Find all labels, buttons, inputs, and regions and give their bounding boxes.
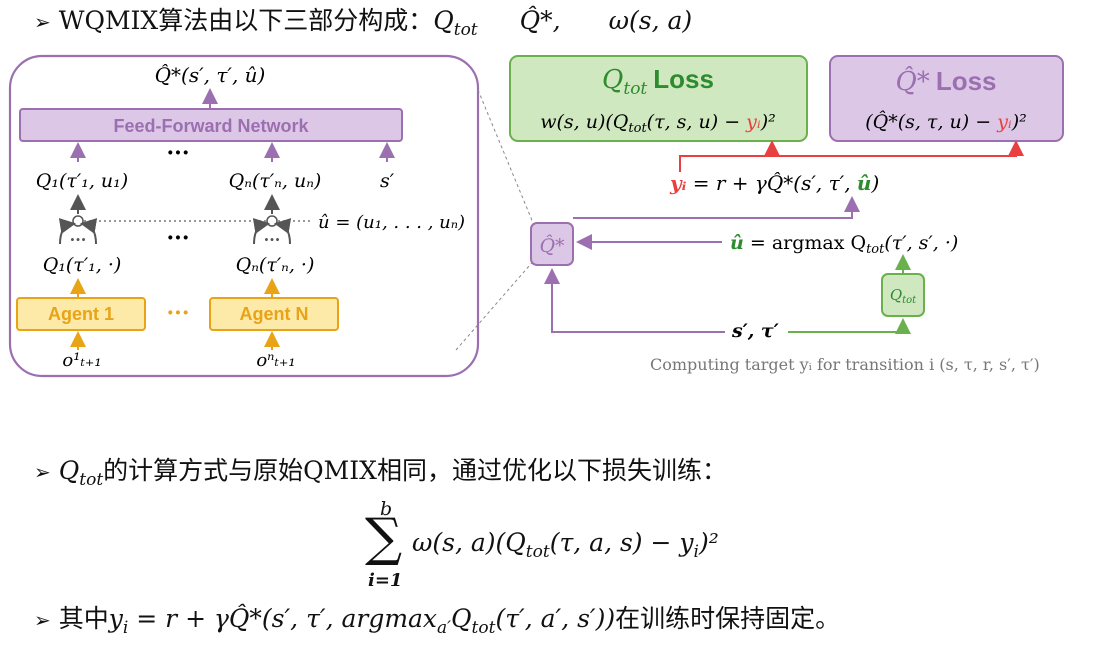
qstar-loss-box bbox=[829, 55, 1064, 142]
sum-symbol: ∑ bbox=[365, 508, 403, 568]
qtot-loss-formula: w(s, u)(Qtot(τ, s, u) − yᵢ)² bbox=[540, 111, 776, 136]
qn-dot-label: Qₙ(τ′ₙ, ·) bbox=[236, 254, 315, 276]
section3-prefix: 其中 bbox=[58, 604, 109, 633]
sum-body: ω(s, a)(Qtot(τ, a, s) − yi)² bbox=[412, 528, 719, 562]
qn-label: Qₙ(τ′ₙ, uₙ) bbox=[229, 170, 322, 192]
section2-text: 的计算方式与原始QMIX相同，通过优化以下损失训练： bbox=[103, 456, 727, 485]
top-output-label: Q̂*(s′, τ′, û) bbox=[155, 63, 266, 87]
u-hat-label: û = (u₁, . . . , uₙ) bbox=[318, 212, 465, 233]
section3-formula: yi = r + γQ̂*(s′, τ′, argmaxa′Qtot(τ′, a… bbox=[108, 604, 616, 638]
u-argmax-formula: û = argmax Qtot(τ′, s′, ·) bbox=[730, 232, 958, 257]
ffn-label: Feed-Forward Network bbox=[113, 116, 309, 136]
feed-forward-network-box bbox=[19, 108, 403, 142]
qstar-loss-title: Q̂*Loss bbox=[895, 66, 996, 97]
section2-qtot: Qtot bbox=[58, 456, 104, 490]
diagram-caption: Computing target yᵢ for transition i (s,… bbox=[650, 355, 1040, 374]
wqmix-diagram: Q̂*(s′, τ′, û) Feed-Forward Network ··· … bbox=[8, 54, 1064, 378]
section3-line: ➢ 其中yi = r + γQ̂*(s′, τ′, argmaxa′Qtot(τ′… bbox=[34, 604, 840, 643]
q1-label: Q₁(τ′₁, u₁) bbox=[36, 170, 128, 192]
qtot-node-label: Qtot bbox=[890, 286, 917, 306]
header-qstar: Q̂*, bbox=[519, 6, 561, 35]
agent-1-label: Agent 1 bbox=[48, 304, 114, 324]
sum-upper: b bbox=[380, 498, 393, 520]
obs-n-label: oⁿₜ₊₁ bbox=[256, 350, 295, 371]
triangle-right-icon: ➢ bbox=[34, 608, 51, 632]
mixing-network-frame bbox=[8, 54, 480, 378]
qstar-node bbox=[530, 222, 574, 266]
s-tau-label: s′, τ′ bbox=[731, 320, 779, 342]
q1-dot-label: Q₁(τ′₁, ·) bbox=[43, 254, 122, 276]
s-prime-label: s′ bbox=[380, 170, 395, 192]
section3-suffix: 在训练时保持固定。 bbox=[615, 604, 841, 633]
header-title: WQMIX算法由以下三部分构成： bbox=[58, 6, 434, 35]
dots-small-n: ··· bbox=[264, 230, 281, 249]
target-formula: yᵢ = r + γQ̂*(s′, τ′, û) bbox=[669, 171, 879, 195]
loss-sum-formula: b ∑ i=1 ω(s, a)(Qtot(τ, a, s) − yi)² bbox=[360, 498, 780, 598]
agent-1-box bbox=[16, 297, 146, 331]
section2-line: ➢ Qtot的计算方式与原始QMIX相同，通过优化以下损失训练： bbox=[34, 456, 727, 495]
qstar-loss-formula: (Q̂*(s, τ, u) − yᵢ)² bbox=[865, 111, 1027, 133]
dots-small-1: ··· bbox=[70, 230, 87, 249]
header-omega: ω(s, a) bbox=[608, 6, 693, 35]
agent-n-label: Agent N bbox=[240, 304, 309, 324]
triangle-right-icon: ➢ bbox=[34, 460, 51, 484]
dots-agents: ··· bbox=[167, 300, 190, 326]
obs-1-label: o¹ₜ₊₁ bbox=[62, 350, 101, 371]
agent-n-box bbox=[209, 297, 339, 331]
triangle-right-icon: ➢ bbox=[34, 10, 51, 34]
qtot-loss-box bbox=[509, 55, 808, 142]
selector-node-1 bbox=[72, 215, 84, 227]
header-line: ➢ WQMIX算法由以下三部分构成：Qtot Q̂*, ω(s, a) bbox=[34, 6, 692, 45]
sum-lower: i=1 bbox=[368, 570, 403, 591]
dots-middle: ··· bbox=[167, 225, 190, 251]
header-qtot: Qtot bbox=[433, 6, 478, 40]
qstar-node-label: Q̂* bbox=[539, 235, 565, 257]
selector-node-n bbox=[266, 215, 278, 227]
dots-top: ··· bbox=[167, 140, 190, 166]
